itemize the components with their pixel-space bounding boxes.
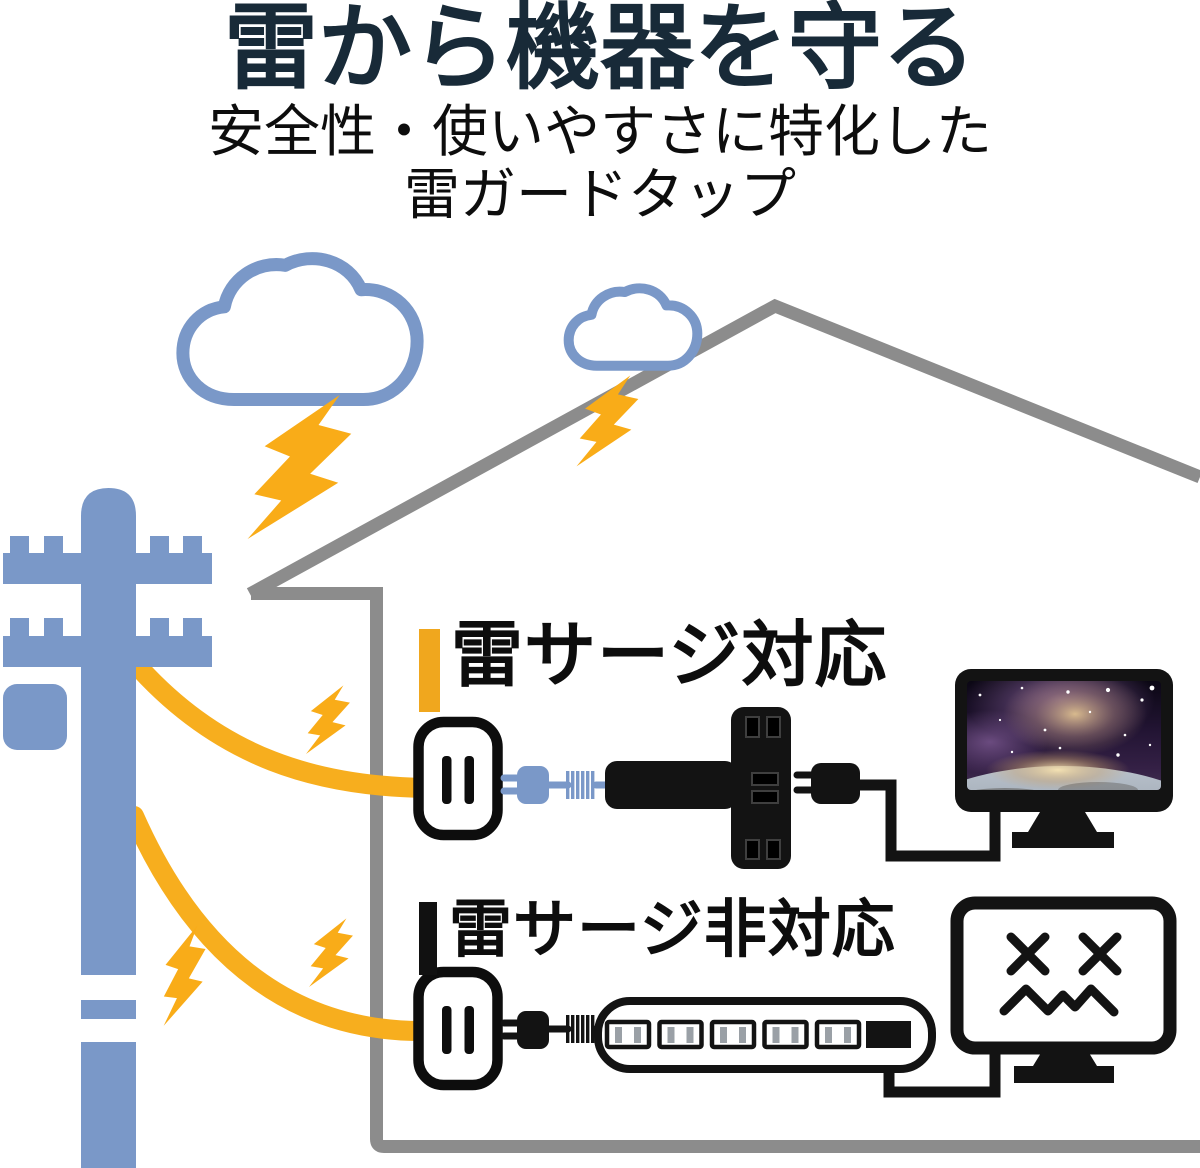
section-label-no-surge: 雷サージ非対応 (449, 895, 896, 965)
wall-floor-line (251, 587, 1200, 1153)
wall-outlet-icon-strip (413, 966, 503, 1091)
surge-plug-icon (500, 766, 614, 804)
galaxy-screen (967, 681, 1161, 790)
inserted-plug-icon (866, 1021, 911, 1048)
monitor-broken-icon (950, 896, 1177, 1083)
dead-eyes-icon (1006, 932, 1122, 976)
power-strip-icon (594, 997, 936, 1073)
transformer-box (3, 684, 67, 750)
surge-tap-icon (605, 707, 791, 869)
lightning-bolt-icon-wire1 (297, 678, 358, 763)
monitor-ok-icon (955, 669, 1173, 848)
house-outline (246, 298, 1200, 1153)
strip-plug-icon (500, 1011, 610, 1049)
monitor-plug-icon (793, 763, 860, 804)
subtitle-line2: 雷ガードタップ (404, 162, 796, 226)
section-marker-no-surge (419, 902, 437, 975)
strip-outlet (604, 1019, 652, 1050)
monitor-cable-1 (855, 779, 1001, 862)
subtitle-line1: 安全性・使いやすさに特化した (208, 100, 992, 163)
page-title: 雷から機器を守る (223, 0, 976, 100)
section-marker-surge (419, 629, 440, 712)
wall-outlet-icon-surge (413, 716, 503, 841)
section-label-surge: 雷サージ対応 (451, 616, 888, 696)
storm-cloud-small-icon (569, 288, 698, 365)
strip-outlet (762, 1019, 809, 1050)
strip-outlet (657, 1019, 704, 1050)
lightning-bolt-icon-wire2 (300, 911, 361, 996)
zigzag-mouth-icon (999, 984, 1119, 1017)
power-wire-to-surge-outlet (124, 652, 434, 798)
storm-cloud-large-icon (183, 259, 417, 400)
strip-outlet (814, 1019, 862, 1050)
strip-outlet (709, 1019, 757, 1050)
power-wire-to-strip-outlet (124, 806, 434, 1042)
utility-pole-icon (3, 488, 212, 1168)
page-subtitle: 安全性・使いやすさに特化した 雷ガードタップ (0, 100, 1200, 226)
roof-line (246, 298, 1200, 600)
